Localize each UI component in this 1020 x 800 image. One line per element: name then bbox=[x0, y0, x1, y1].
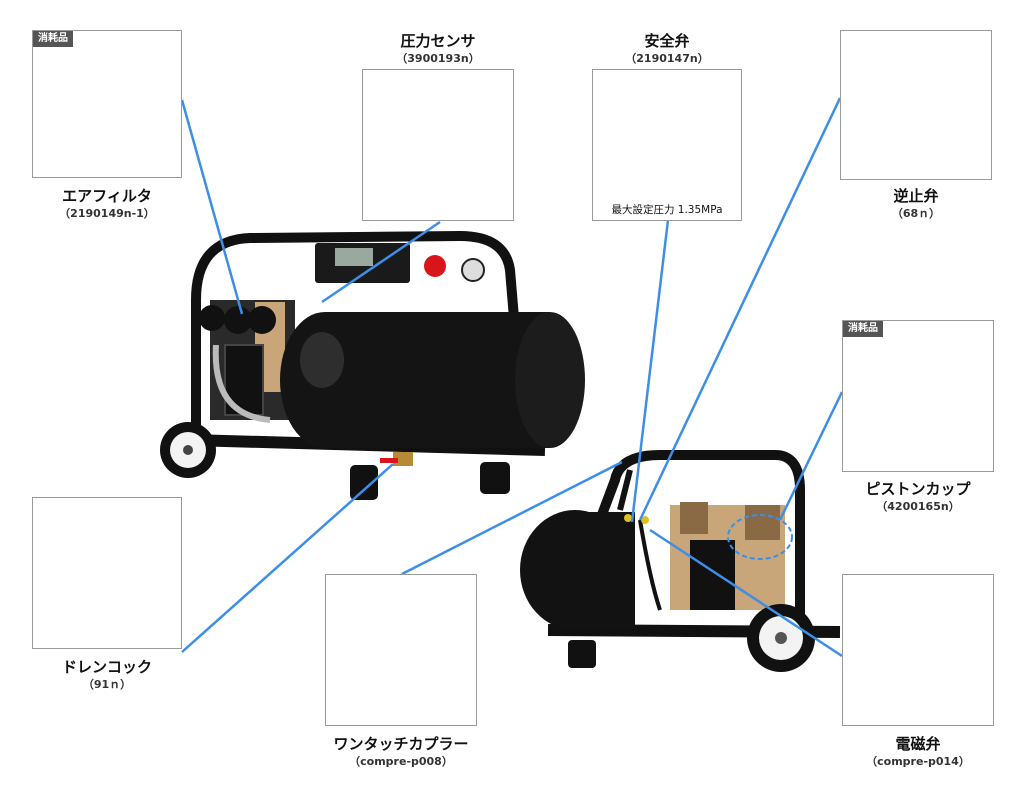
air-filter-box: 消耗品 bbox=[32, 30, 182, 178]
check-valve-name: 逆止弁 bbox=[893, 187, 939, 205]
solenoid-code: （compre-p014） bbox=[866, 755, 970, 768]
pressure-sensor-code: （3900193n） bbox=[396, 52, 480, 65]
compressor-side-illustration bbox=[520, 450, 841, 672]
safety-valve-note: 最大設定圧力 1.35MPa bbox=[611, 204, 723, 216]
compressor-main-illustration bbox=[160, 230, 585, 500]
pressure-sensor-box bbox=[362, 69, 514, 221]
air-filter-code: （2190149n-1） bbox=[59, 207, 155, 220]
solenoid-name: 電磁弁 bbox=[895, 735, 941, 753]
drain-cock-name: ドレンコック bbox=[61, 658, 152, 676]
consumable-badge: 消耗品 bbox=[843, 321, 883, 337]
piston-cup-box: 消耗品 bbox=[842, 320, 994, 472]
drain-cock-box bbox=[32, 497, 182, 649]
check-valve-code: （68ｎ） bbox=[891, 207, 941, 220]
safety-valve-box: 最大設定圧力 1.35MPa bbox=[592, 69, 742, 221]
coupler-name: ワンタッチカプラー bbox=[333, 735, 469, 753]
drain-cock-code: （91ｎ） bbox=[82, 678, 132, 691]
consumable-badge: 消耗品 bbox=[33, 31, 73, 47]
coupler-box bbox=[325, 574, 477, 726]
pressure-sensor-name: 圧力センサ bbox=[400, 32, 476, 50]
solenoid-box bbox=[842, 574, 994, 726]
safety-valve-name: 安全弁 bbox=[644, 32, 690, 50]
leader-lines bbox=[180, 97, 844, 658]
piston-cup-code: （4200165n） bbox=[876, 500, 960, 513]
piston-cup-name: ピストンカップ bbox=[865, 480, 971, 498]
safety-valve-code: （2190147n） bbox=[625, 52, 709, 65]
check-valve-box bbox=[840, 30, 992, 180]
coupler-code: （compre-p008） bbox=[349, 755, 453, 768]
air-filter-name: エアフィルタ bbox=[62, 187, 152, 205]
